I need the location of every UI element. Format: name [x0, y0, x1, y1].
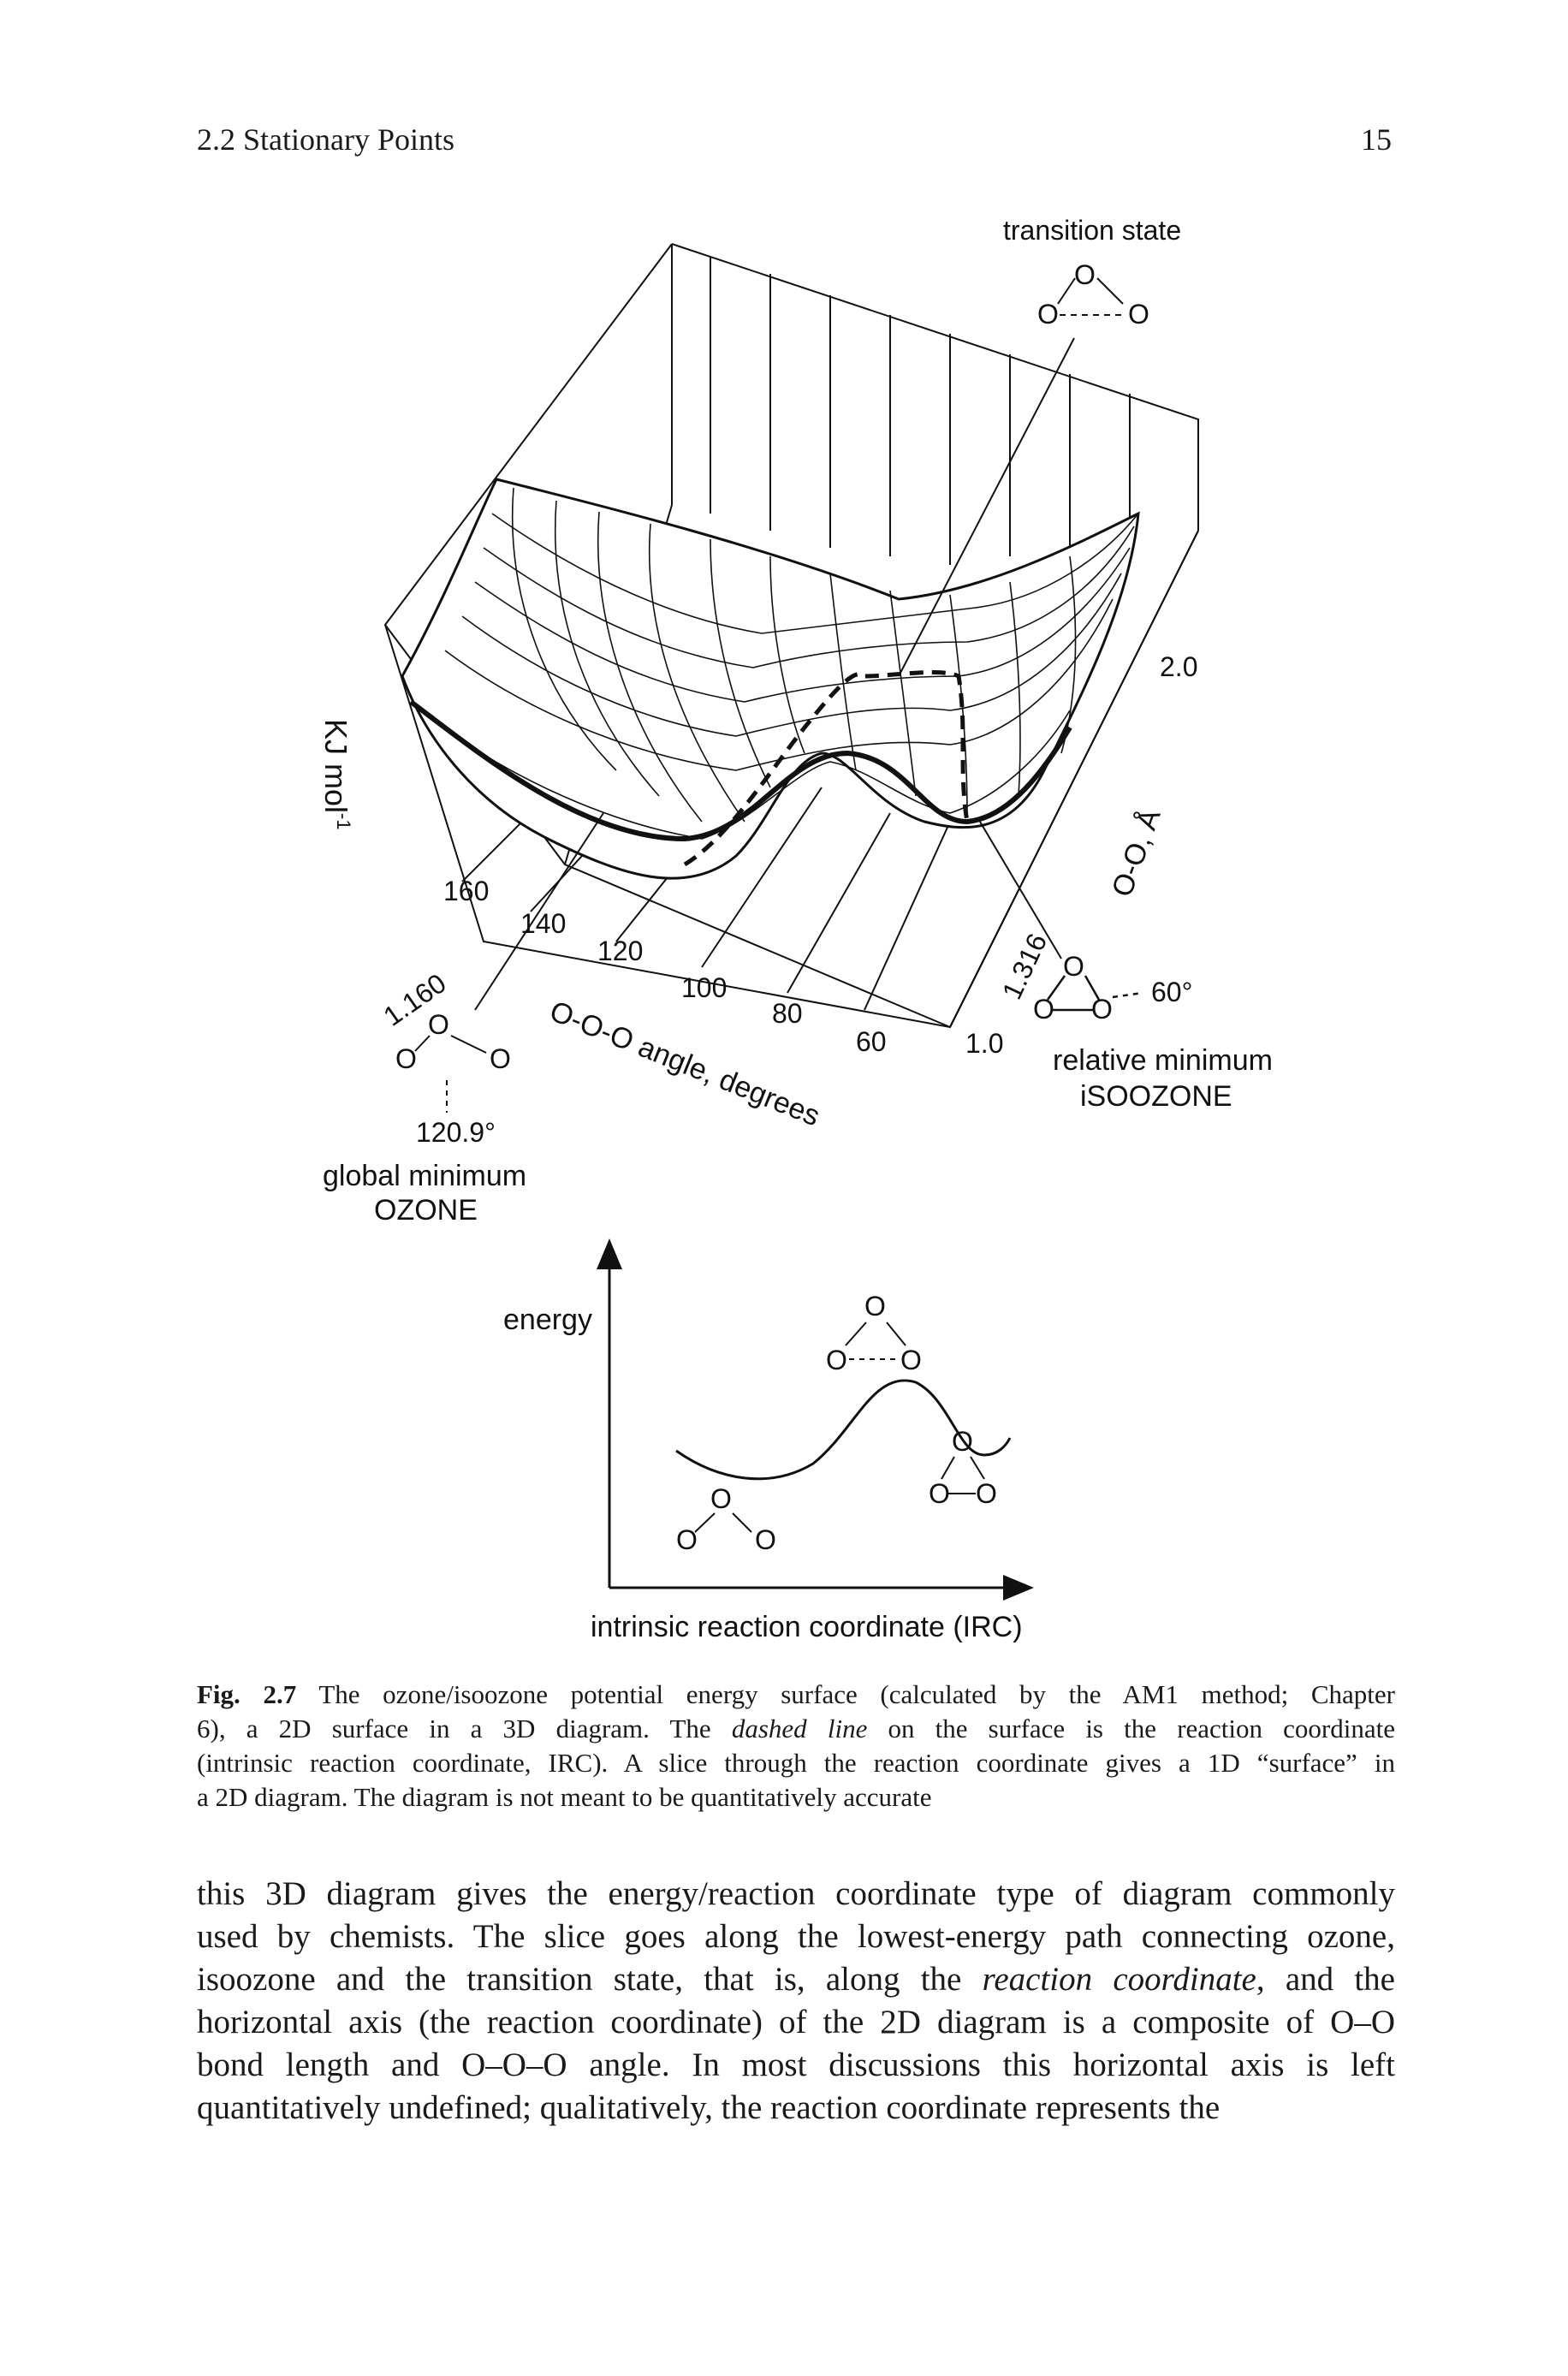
- front-heavy-curve: [409, 699, 1072, 842]
- svg-text:O: O: [826, 1345, 847, 1375]
- svg-text:O: O: [976, 1478, 997, 1509]
- angle-tick-100: 100: [681, 972, 727, 1003]
- running-header: 2.2 Stationary Points: [197, 122, 455, 157]
- svg-text:O: O: [952, 1426, 973, 1457]
- svg-text:O: O: [1063, 951, 1084, 982]
- isoozone-label-2: iSOOZONE: [1080, 1080, 1232, 1113]
- svg-text:O: O: [755, 1524, 776, 1555]
- figure-caption: Fig. 2.7 The ozone/isoozone potential en…: [197, 1679, 1396, 1812]
- reaction-coordinate-term: reaction coordinate: [982, 1961, 1256, 1998]
- irc-2d-diagram: energy intrinsic reaction coordinate (IR…: [503, 1238, 1034, 1643]
- isoozone-angle: 60°: [1151, 977, 1192, 1007]
- caption-label: Fig. 2.7: [197, 1679, 297, 1709]
- pes-3d-diagram: [383, 243, 1199, 1029]
- isoozone-bond-length: 1.316: [996, 929, 1053, 1004]
- figure-2-7: transition state KJ mol-1 2.0 1.0 O-O, Å…: [318, 215, 1273, 1643]
- svg-text:O: O: [676, 1524, 698, 1555]
- ozone-molecule: O O O: [395, 1009, 511, 1074]
- svg-text:O: O: [1091, 994, 1113, 1025]
- svg-text:O: O: [490, 1043, 511, 1074]
- svg-text:O: O: [1128, 299, 1149, 330]
- svg-text:O: O: [929, 1478, 950, 1509]
- surface-mesh: [419, 487, 1139, 840]
- ozone-label-1: global minimum: [323, 1160, 526, 1192]
- energy-axis-label: KJ mol-1: [318, 719, 354, 830]
- energy-axis-label-2d: energy: [503, 1304, 592, 1336]
- pointer-lines: [474, 337, 1075, 1011]
- ozone-molecule-2d: O O O: [676, 1483, 776, 1555]
- dashed-line-term: dashed line: [731, 1714, 868, 1743]
- svg-text:O: O: [395, 1043, 417, 1074]
- bond-axis-label: O-O, Å: [1106, 805, 1167, 901]
- bond-tick-low: 1.0: [965, 1028, 1003, 1059]
- svg-text:O: O: [710, 1483, 732, 1514]
- back-wall-lines: [710, 257, 1131, 565]
- angle-tick-60: 60: [856, 1026, 887, 1057]
- svg-text:O: O: [428, 1009, 449, 1040]
- ts-molecule-2d: O O O: [826, 1291, 922, 1375]
- svg-text:O: O: [900, 1345, 922, 1375]
- svg-text:O: O: [1037, 299, 1059, 330]
- energy-profile-curve: [675, 1379, 1012, 1481]
- angle-tick-120: 120: [597, 936, 643, 966]
- svg-text:O: O: [864, 1291, 886, 1322]
- angle-tick-140: 140: [520, 908, 566, 939]
- ozone-angle: 120.9°: [416, 1117, 496, 1148]
- body-paragraph: this 3D diagram gives the energy/reactio…: [197, 1875, 1395, 2126]
- angle-tick-160: 160: [443, 876, 489, 906]
- svg-text:O: O: [1033, 994, 1054, 1025]
- svg-text:O: O: [1074, 259, 1096, 290]
- page-number: 15: [1361, 122, 1392, 157]
- angle-tick-80: 80: [772, 998, 803, 1029]
- isoozone-molecule: O O O: [1033, 951, 1113, 1025]
- isoozone-label-1: relative minimum: [1053, 1044, 1273, 1077]
- irc-axis-label: intrinsic reaction coordinate (IRC): [591, 1611, 1023, 1643]
- bond-tick-high: 2.0: [1160, 651, 1197, 682]
- ts-molecule: O O O: [1037, 259, 1149, 330]
- ozone-label-2: OZONE: [374, 1194, 478, 1227]
- isoozone-molecule-2d: O O O: [929, 1426, 997, 1509]
- ts-label: transition state: [1003, 215, 1181, 246]
